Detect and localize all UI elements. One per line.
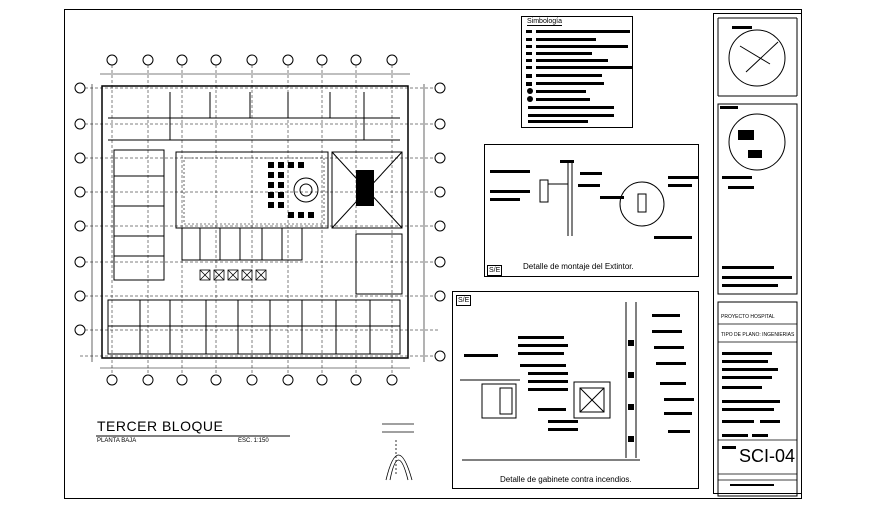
title-block bbox=[713, 13, 802, 494]
extinguisher-caption: Detalle de montaje del Extintor. bbox=[523, 262, 634, 271]
plan-scale: ESC. 1:150 bbox=[238, 438, 269, 444]
plan-title: TERCER BLOQUE bbox=[97, 418, 224, 434]
cabinet-detail-panel bbox=[452, 291, 699, 489]
project-name: PROYECTO HOSPITAL bbox=[721, 314, 775, 320]
legend-title: Simbología bbox=[527, 18, 563, 26]
plan-subtitle: PLANTA BAJA bbox=[97, 438, 137, 444]
extinguisher-scale-badge: S/E bbox=[487, 265, 503, 276]
sheet-code: SCI-04 bbox=[739, 446, 796, 466]
cabinet-caption: Detalle de gabinete contra incendios. bbox=[500, 475, 632, 484]
legend-box: Simbología bbox=[521, 16, 633, 128]
plan-type: TIPO DE PLANO: INGENIERIAS bbox=[721, 332, 795, 338]
cabinet-scale-badge: S/E bbox=[456, 295, 472, 306]
